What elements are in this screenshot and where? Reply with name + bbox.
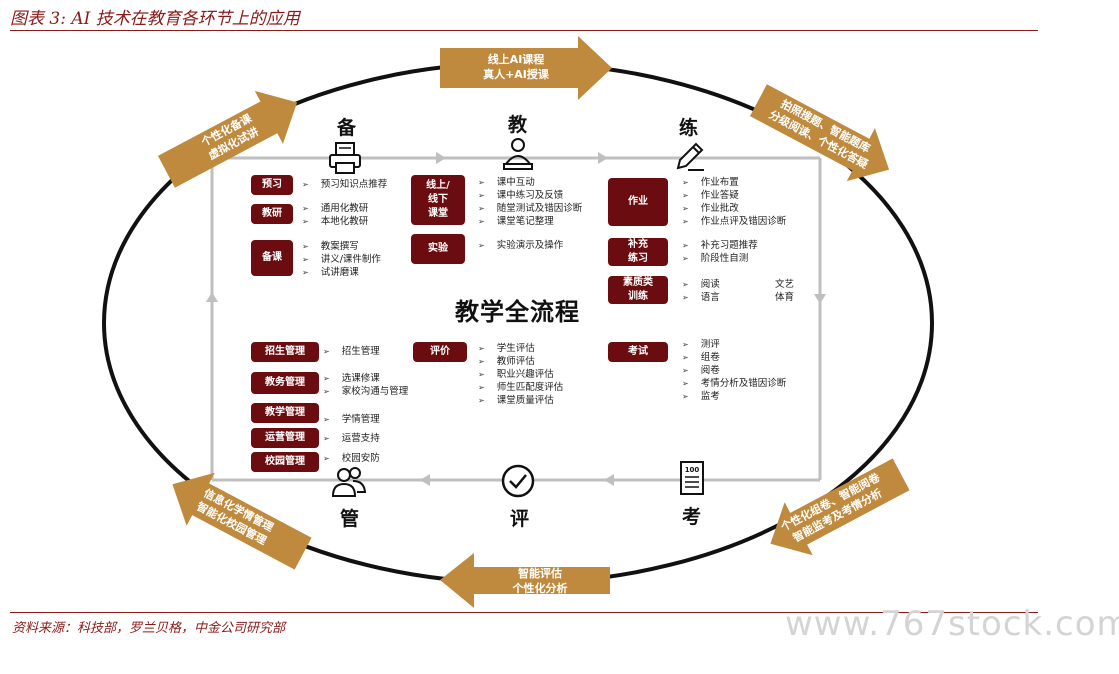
list-item: 职业兴趣评估 bbox=[478, 368, 563, 381]
list-shiyan: 实验演示及操作 bbox=[478, 239, 564, 252]
stage-bei: 备 bbox=[337, 117, 357, 139]
list-item: 家校沟通与管理 bbox=[323, 385, 409, 398]
stage-jiao: 教 bbox=[508, 114, 528, 136]
list-item: 考情分析及错因诊断 bbox=[682, 377, 787, 390]
list-jiaowu: 选课修课 家校沟通与管理 bbox=[323, 372, 409, 398]
list-buchong: 补充习题推荐 阶段性自测 bbox=[682, 239, 758, 265]
source-divider bbox=[10, 612, 1038, 613]
teacher-icon bbox=[503, 138, 533, 170]
stage-lian: 练 bbox=[679, 117, 699, 139]
list-kaoshi: 测评 组卷 阅卷 考情分析及错因诊断 监考 bbox=[682, 338, 787, 403]
list-item: 测评 bbox=[682, 338, 786, 351]
box-jiaowu: 教务管理 bbox=[251, 372, 319, 394]
center-title: 教学全流程 bbox=[455, 297, 580, 326]
list-item: 语言 bbox=[682, 291, 720, 304]
list-item: 实验演示及操作 bbox=[478, 239, 564, 252]
list-item: 作业布置 bbox=[682, 176, 786, 189]
list-item: 讲义/课件制作 bbox=[302, 253, 381, 266]
pencil-icon bbox=[676, 142, 704, 171]
list-item: 通用化教研 bbox=[302, 202, 369, 215]
box-jiaoyan: 教研 bbox=[251, 204, 293, 224]
printer-icon bbox=[329, 142, 361, 174]
list-item: 文艺 bbox=[775, 279, 795, 290]
box-zhaosheng: 招生管理 bbox=[251, 342, 319, 362]
arrow-top-text: 线上AI课程 真人+AI授课 bbox=[483, 53, 549, 81]
list-item: 学生评估 bbox=[478, 342, 563, 355]
list-zhaosheng: 招生管理 bbox=[323, 345, 380, 358]
list-item: 选课修课 bbox=[323, 372, 408, 385]
list-jiaoyan: 通用化教研 本地化教研 bbox=[302, 202, 369, 228]
arrow-bottom-right bbox=[770, 458, 910, 556]
list-item: 教案撰写 bbox=[302, 240, 381, 253]
list-item: 课中练习及反馈 bbox=[478, 189, 582, 202]
list-item: 运营支持 bbox=[323, 432, 380, 445]
arrow-top-right bbox=[749, 84, 890, 182]
box-pingjia: 评价 bbox=[413, 342, 467, 362]
list-yuxi: 预习知识点推荐 bbox=[302, 178, 388, 191]
list-pingjia: 学生评估 教师评估 职业兴趣评估 师生匹配度评估 课堂质量评估 bbox=[478, 342, 564, 407]
arrow-bottom bbox=[440, 553, 610, 608]
list-xiaoyuan: 校园安防 bbox=[323, 452, 380, 465]
list-zuoye: 作业布置 作业答疑 作业批改 作业点评及错因诊断 bbox=[682, 176, 787, 228]
box-xiaoyuan: 校园管理 bbox=[251, 452, 319, 472]
list-item: 招生管理 bbox=[323, 345, 380, 358]
list-item: 课堂质量评估 bbox=[478, 394, 563, 407]
box-shiyan: 实验 bbox=[411, 234, 465, 264]
svg-text:100: 100 bbox=[685, 466, 700, 474]
box-zuoye: 作业 bbox=[608, 178, 668, 226]
box-yunying: 运营管理 bbox=[251, 428, 319, 448]
list-suzhi: 阅读 语言 bbox=[682, 278, 720, 304]
people-icon bbox=[331, 467, 367, 497]
box-ketang: 线上/ 线下 课堂 bbox=[411, 175, 465, 225]
list-item: 阅卷 bbox=[682, 364, 786, 377]
exam-paper-icon: 100 bbox=[680, 461, 704, 495]
list-item: 阶段性自测 bbox=[682, 252, 758, 265]
watermark: www.767stock.com bbox=[785, 604, 1119, 644]
box-kaoshi: 考试 bbox=[608, 342, 668, 362]
list-item: 阅读 bbox=[682, 278, 720, 291]
figure-title: 图表 3: AI 技术在教育各环节上的应用 bbox=[10, 9, 300, 29]
stage-ping: 评 bbox=[510, 508, 530, 530]
list-item: 本地化教研 bbox=[302, 215, 369, 228]
box-beike: 备课 bbox=[251, 240, 293, 276]
list-item: 学情管理 bbox=[323, 413, 380, 426]
title-divider bbox=[10, 30, 1038, 31]
arrow-bottom-left bbox=[172, 472, 312, 570]
list-item: 补充习题推荐 bbox=[682, 239, 758, 252]
list-item: 课堂笔记整理 bbox=[478, 215, 582, 228]
box-suzhi: 素质类 训练 bbox=[608, 276, 668, 304]
arrow-top-left bbox=[157, 90, 298, 188]
list-item: 体育 bbox=[775, 292, 795, 303]
arrow-bottom-text: 智能评估 个性化分析 bbox=[512, 567, 568, 595]
stage-guan: 管 bbox=[340, 508, 360, 530]
list-item: 随堂测试及错因诊断 bbox=[478, 202, 583, 215]
outer-arrows bbox=[157, 36, 910, 608]
source-note: 资料来源：科技部，罗兰贝格，中金公司研究部 bbox=[12, 621, 286, 636]
list-item: 师生匹配度评估 bbox=[478, 381, 564, 394]
list-item: 校园安防 bbox=[323, 452, 380, 465]
list-item: 作业答疑 bbox=[682, 189, 786, 202]
list-item: 组卷 bbox=[682, 351, 786, 364]
list-item: 课中互动 bbox=[478, 176, 582, 189]
list-item: 作业点评及错因诊断 bbox=[682, 215, 787, 228]
list-item: 作业批改 bbox=[682, 202, 786, 215]
check-circle-icon bbox=[501, 464, 535, 498]
box-jiaoxue: 教学管理 bbox=[251, 403, 319, 423]
list-item: 预习知识点推荐 bbox=[302, 178, 388, 191]
arrow-top bbox=[440, 36, 612, 100]
list-item: 监考 bbox=[682, 390, 786, 403]
stage-kao: 考 bbox=[682, 506, 702, 528]
loop-arrowheads bbox=[206, 152, 826, 486]
list-ketang: 课中互动 课中练习及反馈 随堂测试及错因诊断 课堂笔记整理 bbox=[478, 176, 583, 228]
list-yunying: 运营支持 bbox=[323, 432, 380, 445]
list-suzhi-extra: 文艺 体育 bbox=[775, 278, 794, 304]
box-yuxi: 预习 bbox=[251, 175, 293, 195]
list-jiaoxue: 学情管理 bbox=[323, 413, 380, 426]
list-item: 教师评估 bbox=[478, 355, 563, 368]
box-buchong: 补充 练习 bbox=[608, 238, 668, 266]
list-item: 试讲磨课 bbox=[302, 266, 381, 279]
list-beike: 教案撰写 讲义/课件制作 试讲磨课 bbox=[302, 240, 381, 279]
